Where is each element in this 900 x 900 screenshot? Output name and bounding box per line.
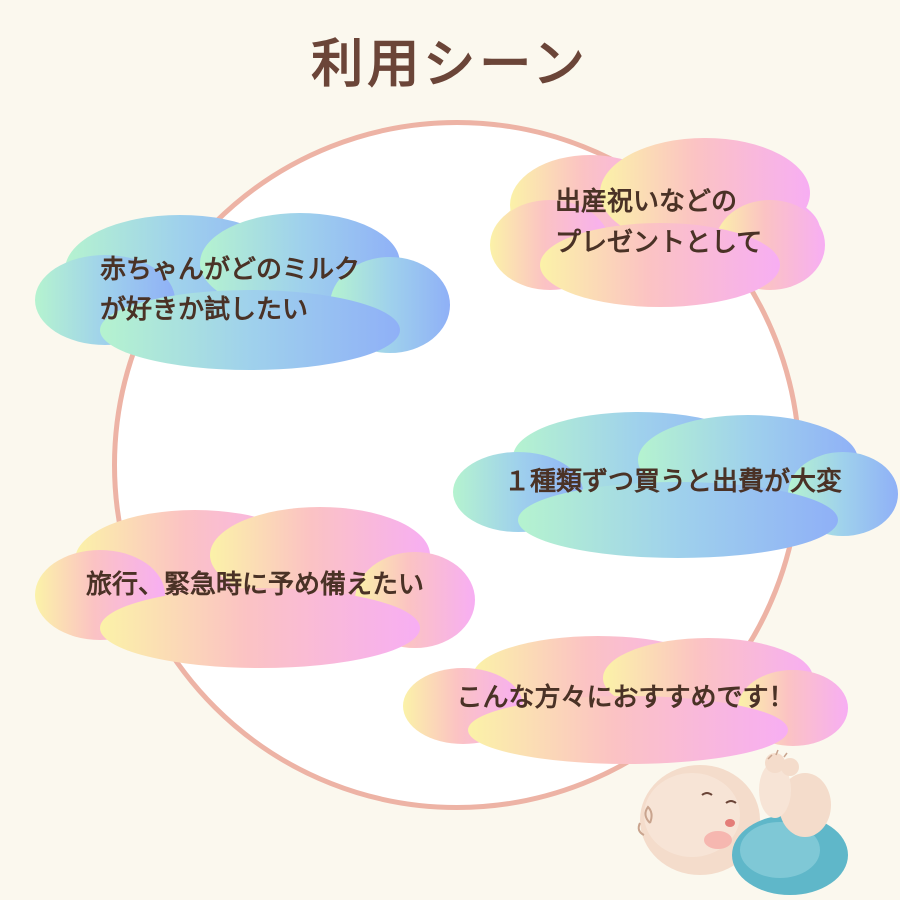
scene-text-line: 赤ちゃんがどのミルク <box>100 254 361 285</box>
scene-text-line: プレゼントとして <box>555 227 763 258</box>
scene-text-line: 旅行、緊急時に予め備えたい <box>85 569 424 600</box>
scene-text-line: が好きか試したい <box>100 295 309 325</box>
page-title: 利用シーン <box>311 35 589 95</box>
scene-bubble-milk-trial: 赤ちゃんがどのミルク が好きか試したい <box>30 205 450 375</box>
scene-bubble-gift: 出産祝いなどの プレゼントとして <box>490 135 825 310</box>
cloud-shape <box>453 412 898 558</box>
scene-text-line: １種類ずつ買うと出費が大変 <box>503 466 842 497</box>
scene-text-line: こんな方々におすすめです！ <box>456 682 795 713</box>
scene-bubble-recommend: こんな方々におすすめです！ <box>398 628 853 768</box>
cloud-shape <box>490 138 825 307</box>
scene-text-line: 出産祝いなどの <box>555 187 738 218</box>
cloud-shape <box>35 213 450 370</box>
scene-bubble-cost: １種類ずつ買うと出費が大変 <box>448 402 898 562</box>
cloud-shape <box>35 507 475 668</box>
cloud-shape <box>403 636 848 764</box>
baby-icon <box>630 745 860 899</box>
scene-bubble-emergency: 旅行、緊急時に予め備えたい <box>30 500 480 670</box>
